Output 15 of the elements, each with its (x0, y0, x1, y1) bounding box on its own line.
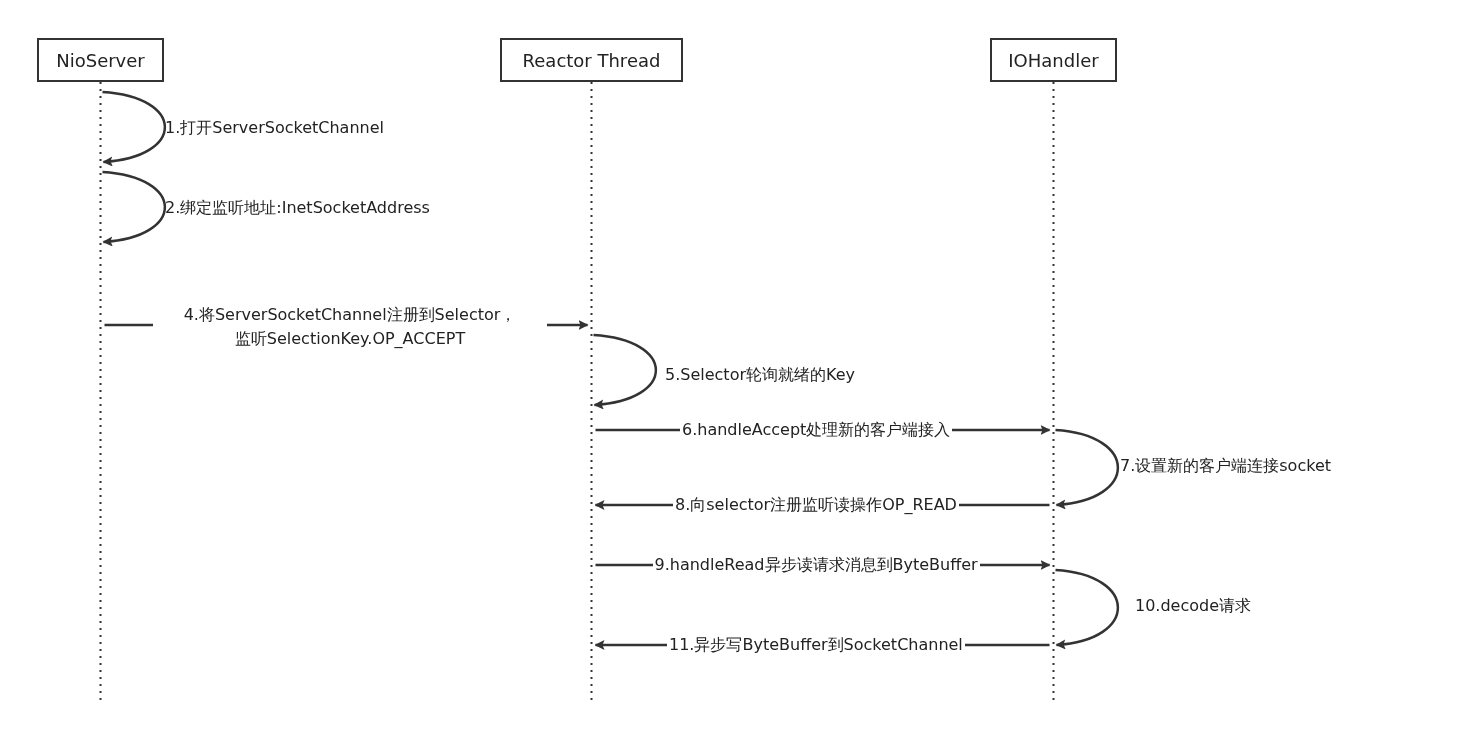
edge-label: 8.向selector注册监听读操作OP_READ (673, 493, 959, 517)
arrow (1055, 568, 1119, 649)
participant-box: IOHandler (990, 38, 1117, 82)
participant-box: NioServer (37, 38, 164, 82)
edge-label: 5.Selector轮询就绪的Key (664, 364, 856, 386)
arrow (102, 90, 167, 166)
edge-label: 2.绑定监听地址:InetSocketAddress (164, 197, 431, 219)
edge-label: 7.设置新的客户端连接socket (1119, 455, 1332, 477)
edge-label: 1.打开ServerSocketChannel (164, 117, 385, 139)
edge-label: 10.decode请求 (1134, 595, 1253, 617)
arrow (1055, 428, 1119, 509)
participant-box: Reactor Thread (500, 38, 683, 82)
arrow (593, 333, 658, 409)
arrow (102, 170, 167, 246)
edge-label: 4.将ServerSocketChannel注册到Selector，监听SelectionKey.OP_ACCEPT (153, 303, 547, 351)
